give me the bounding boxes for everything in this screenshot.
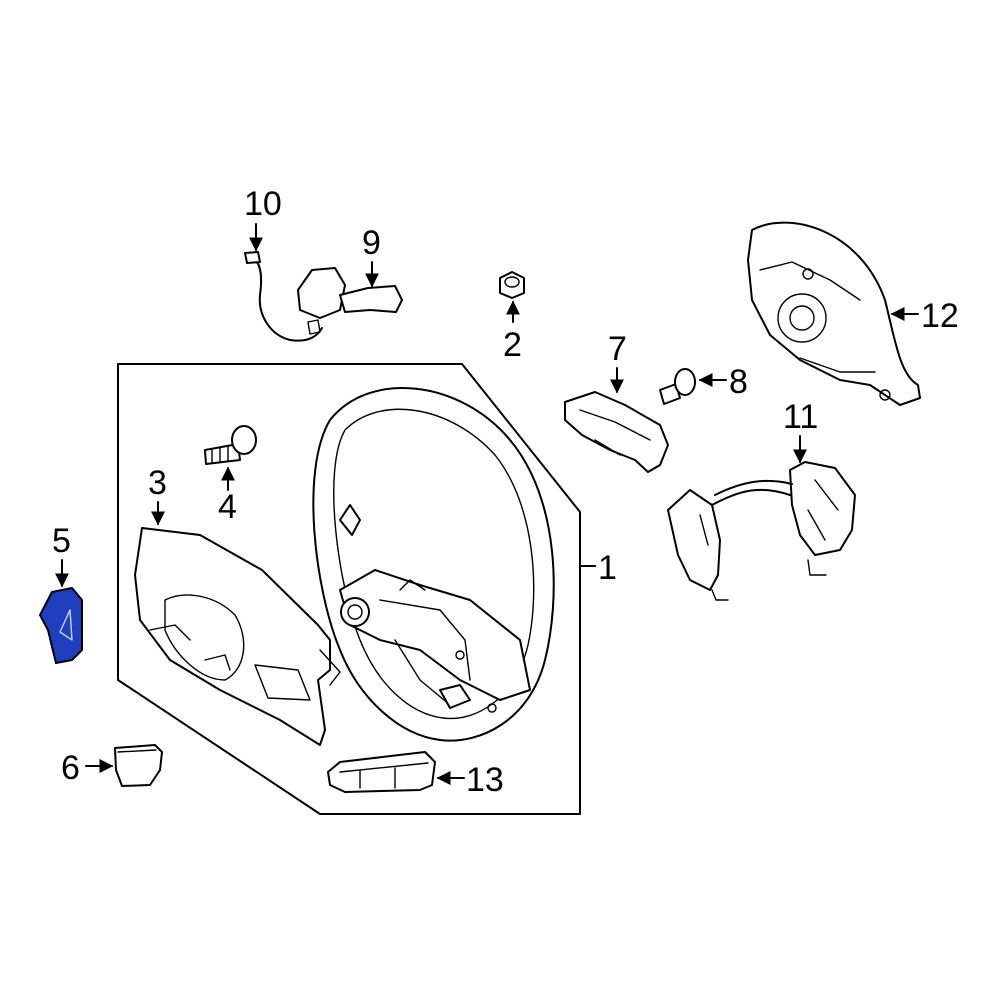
- callout-2: 2: [503, 326, 522, 364]
- callout-10: 10: [244, 185, 282, 223]
- steering-switches-11: [667, 461, 856, 601]
- callout-9: 9: [362, 224, 381, 262]
- callout-5: 5: [52, 522, 71, 560]
- callout-12: 12: [921, 297, 959, 335]
- rear-cover: [134, 527, 341, 746]
- assembly-outline: [117, 363, 581, 815]
- callout-11: 11: [783, 398, 818, 436]
- nut-2: [499, 271, 525, 299]
- wire-harness-10: [244, 251, 323, 342]
- callout-1: 1: [598, 549, 617, 587]
- callout-8: 8: [729, 363, 748, 401]
- module-13: [327, 751, 436, 793]
- screw-8: [659, 368, 696, 405]
- callout-6: 6: [61, 749, 80, 787]
- callout-13: 13: [466, 761, 504, 799]
- airbag-module-12: [747, 221, 921, 406]
- small-cover-6: [114, 744, 163, 787]
- switch-cover-highlighted: [39, 587, 83, 664]
- callout-3: 3: [148, 464, 167, 502]
- cruise-switch-9: [297, 267, 403, 335]
- callout-7: 7: [608, 330, 627, 368]
- steering-wheel: [312, 386, 555, 742]
- trim-bracket-7: [564, 391, 669, 473]
- callout-4: 4: [218, 488, 237, 526]
- bolt-4: [204, 425, 257, 465]
